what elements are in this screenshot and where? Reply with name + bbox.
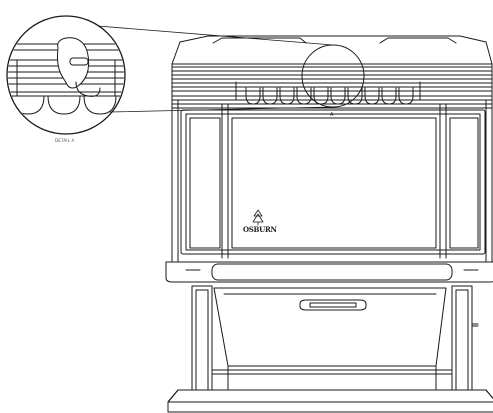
left-side-glass — [189, 117, 221, 249]
lower-cabinet — [211, 365, 453, 391]
floor-plinth — [167, 389, 493, 413]
callout-a-circle — [301, 44, 365, 108]
top-grille — [171, 66, 493, 101]
stove-top-plate — [171, 35, 493, 65]
right-side-glass — [449, 117, 479, 249]
door-glass — [231, 117, 437, 249]
door-frame — [180, 103, 486, 259]
stove-base — [165, 261, 493, 283]
stove-body — [171, 63, 493, 263]
heat-vent-arches — [235, 81, 421, 105]
brand-logo-mark — [252, 209, 264, 226]
brand-name: OSBURN — [243, 225, 277, 234]
ash-pan-drawer — [213, 287, 447, 367]
detail-a-label: DETAIL A — [55, 138, 75, 143]
callout-a-label: A — [330, 112, 334, 118]
detail-a-magnified-view — [6, 15, 126, 135]
